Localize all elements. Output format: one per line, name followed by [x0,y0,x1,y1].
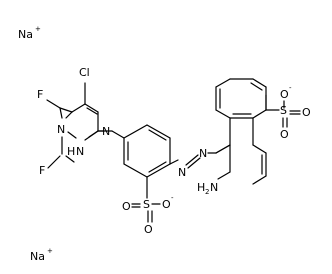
bond [148,161,167,173]
ring-nh-nitrogen: N [76,145,84,158]
bond [252,144,267,154]
bond [215,144,231,154]
oxygen-upper-minus: O [280,88,289,101]
sodium-ion-bottom: Na + [30,247,53,263]
benzene-ring [123,124,171,178]
bond [185,154,199,166]
bond [217,171,231,180]
sodium-ion-top: Na + [18,25,41,41]
sulfur-upper: S [280,104,287,117]
bond [250,82,263,91]
bond [252,175,267,185]
bond [65,111,73,119]
bond [123,124,148,139]
charge-minus: - [289,84,292,92]
bond [187,157,201,169]
sodium-symbol: Na [18,28,33,41]
azo-nitrogen-2: N [199,147,207,160]
bond [123,163,148,178]
bond [111,130,125,139]
bond [59,107,73,113]
bond [59,107,63,119]
bond [46,99,61,109]
bond [146,124,171,139]
amino-subscript: 2 [205,188,209,196]
azo-nitrogen-1: N [178,166,186,179]
fluorine-label-top: F [37,88,43,101]
naphthalene-ring [215,78,267,185]
bond [47,155,61,169]
ring-nh-hydrogen: H [67,145,75,158]
ring-nitrogen-upper: N [57,123,65,136]
sulfur-lower: S [143,198,150,211]
oxygen-lower-left: O [122,200,131,213]
bond [146,163,171,178]
chlorine-label: Cl [79,66,90,79]
oxygen-upper-right: O [302,106,311,119]
bond [252,109,267,119]
oxygen-upper-down: O [280,128,289,141]
amino-nitrogen: N [210,181,218,194]
bond [215,109,231,119]
oxygen-lower-minus: O [162,198,171,211]
bond [215,78,231,88]
sodium-symbol: Na [30,250,45,263]
bond [84,130,99,141]
bond [84,103,99,113]
sodium-charge: + [47,247,53,255]
bond [71,103,86,113]
bond [67,131,77,139]
fluorine-label-bottom: F [39,164,45,177]
link-nitrogen: N [102,125,110,138]
oxygen-lower-down: O [144,223,153,236]
sodium-charge: + [35,25,41,33]
bond [169,159,179,165]
bond [65,155,75,163]
bond [148,129,167,141]
charge-minus: - [171,194,174,202]
bond [252,78,267,88]
bond [86,107,98,115]
amino-hydrogen: H [197,181,205,194]
